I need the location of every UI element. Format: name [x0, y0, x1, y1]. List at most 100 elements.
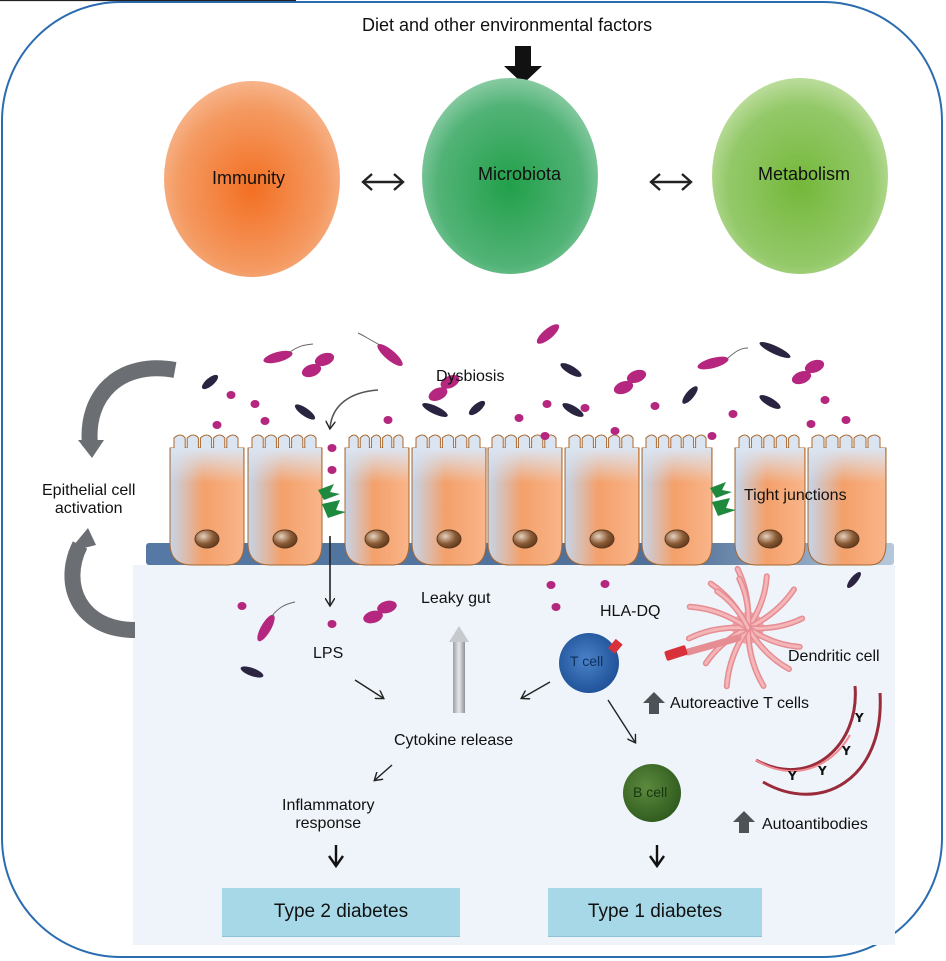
double-arrow-immunity-microbiota-icon	[361, 173, 405, 191]
bacterium	[806, 420, 816, 428]
diplococcus	[804, 359, 825, 374]
bacterium	[514, 414, 524, 422]
epithelial-cell	[734, 434, 806, 566]
flagellum	[271, 601, 296, 617]
t-cell-label: T cell	[570, 653, 604, 669]
cytokine-release-label: Cytokine release	[394, 732, 514, 749]
autoantibodies-label: Autoantibodies	[762, 816, 868, 833]
bacterium	[294, 404, 316, 420]
diplococcus	[377, 600, 397, 614]
flagellum	[727, 347, 749, 359]
epithelial-cell	[411, 434, 487, 566]
bacterium	[682, 386, 698, 404]
antigen-icon	[664, 645, 688, 661]
hla-dq-label: HLA-DQ	[600, 603, 661, 620]
bacterium	[257, 614, 275, 642]
cycle-arrow-icon	[64, 360, 177, 638]
lps-to-cytokine-arrow	[354, 679, 383, 698]
bacterium	[759, 395, 781, 409]
metabolism-circle	[712, 78, 888, 274]
bacterium	[560, 363, 582, 377]
diplococcus	[791, 370, 812, 385]
bacterium	[697, 356, 729, 370]
bacterium	[377, 344, 403, 366]
microbiota-label: Microbiota	[478, 164, 562, 184]
nucleus	[512, 529, 538, 549]
bacterium	[260, 417, 270, 425]
bacterium	[327, 444, 337, 452]
bacterium	[327, 620, 337, 628]
bacterium	[237, 602, 247, 610]
bacterium	[263, 350, 293, 364]
bacterium	[250, 400, 260, 408]
bacterium	[542, 400, 552, 408]
microbiota-circle	[422, 78, 598, 274]
bacterium	[212, 421, 222, 429]
bacterium	[383, 416, 393, 424]
nucleus	[364, 529, 390, 549]
bacterium	[707, 432, 717, 440]
bacterium	[728, 410, 738, 418]
inflammatory-response-label: Inflammatory response	[282, 797, 374, 833]
bacterium	[327, 466, 337, 474]
bacterium	[201, 374, 219, 390]
increase-arrow-icon	[733, 811, 755, 833]
b-cell	[623, 764, 681, 822]
double-arrow-microbiota-metabolism-icon	[649, 173, 693, 191]
epithelial-cell	[344, 434, 410, 566]
cytokine-to-inflammation-arrow	[375, 764, 393, 780]
nucleus	[757, 529, 783, 549]
epithelial-cell	[807, 434, 887, 566]
bacterium	[226, 391, 236, 399]
epithelial-label-line1: Epithelial cell	[42, 482, 136, 499]
diplococcus	[428, 387, 448, 401]
tight-junctions-label: Tight junctions	[744, 487, 847, 504]
b-cell-label: B cell	[633, 784, 668, 800]
immunity-label: Immunity	[212, 168, 286, 188]
increase-arrow-icon	[643, 692, 665, 714]
lps-label: LPS	[313, 645, 344, 662]
down-arrow-icon	[504, 46, 542, 84]
svg-text:Y: Y	[841, 744, 851, 758]
bacterium	[551, 603, 561, 611]
bacterium	[847, 572, 861, 588]
bacterium	[536, 324, 560, 344]
type2-diabetes-box: Type 2 diabetes	[222, 888, 460, 937]
bacterium	[546, 581, 556, 589]
t-cell	[559, 633, 619, 693]
epithelial-cell	[564, 434, 640, 566]
svg-text:Y: Y	[787, 769, 797, 783]
flagellum	[289, 343, 314, 353]
dysbiosis-label: Dysbiosis	[436, 368, 505, 385]
down-arrow-icon	[328, 845, 665, 869]
diplococcus	[440, 375, 460, 389]
type1-diabetes-box: Type 1 diabetes	[548, 888, 762, 937]
bacterium	[422, 403, 448, 417]
hla-receptor-icon	[608, 638, 623, 654]
immunity-circle	[164, 81, 340, 277]
bacterium	[240, 666, 264, 678]
bacterium	[562, 403, 584, 417]
leaky-gut-label: Leaky gut	[421, 590, 491, 607]
bacterium	[468, 400, 486, 416]
bacterium	[841, 416, 851, 424]
dendritic-cell-label: Dendritic cell	[788, 648, 880, 665]
bacterium	[820, 396, 830, 404]
epithelial-cell	[247, 434, 323, 566]
dendritic-cell	[684, 565, 806, 690]
epithelial-cell	[487, 434, 563, 566]
dysbiosis-arrow	[330, 389, 379, 428]
leaky-gut-arrow-icon	[449, 626, 469, 713]
autoreactive-t-cells-label: Autoreactive T cells	[670, 695, 810, 712]
epithelial-cell	[169, 434, 245, 566]
diplococcus	[314, 352, 335, 367]
svg-text:Y: Y	[817, 764, 827, 778]
diplococcus	[301, 363, 322, 378]
blood-vessel-autoantibodies	[755, 685, 882, 796]
tight-junction-icon	[710, 482, 736, 516]
tight-junction-icon	[318, 484, 346, 518]
nucleus	[436, 529, 462, 549]
